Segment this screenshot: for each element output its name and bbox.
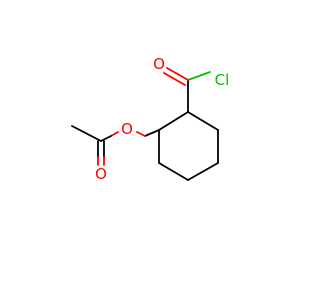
acetyl-carbonyl-oxygen-label: O	[95, 165, 107, 183]
acyl-carbonyl-oxygen-label: O	[153, 55, 165, 73]
acyl-carbonyl-double-bond-a	[166, 67, 189, 81]
ring-to-ester-oxygen-bond-b	[136, 131, 146, 137]
ring-bond-1	[187, 111, 219, 131]
ring-bond-4	[158, 162, 189, 181]
ring-to-ester-oxygen-bond-a	[144, 129, 160, 137]
ester-oxygen-to-acetyl-bond-a	[110, 131, 119, 137]
chlorine-atom-label: Cl	[215, 71, 230, 89]
ring-bond-6	[158, 111, 189, 131]
ester-oxygen-to-acetyl-bond-b	[100, 135, 112, 142]
structure-diagram: Cl O O O	[71, 55, 230, 183]
acyl-carbonyl-double-bond-b	[163, 72, 186, 86]
acetyl-methyl-bond	[71, 125, 102, 142]
carbon-chlorine-bond	[187, 71, 211, 81]
ester-oxygen-label: O	[121, 120, 133, 138]
ring-bond-3	[187, 162, 219, 181]
